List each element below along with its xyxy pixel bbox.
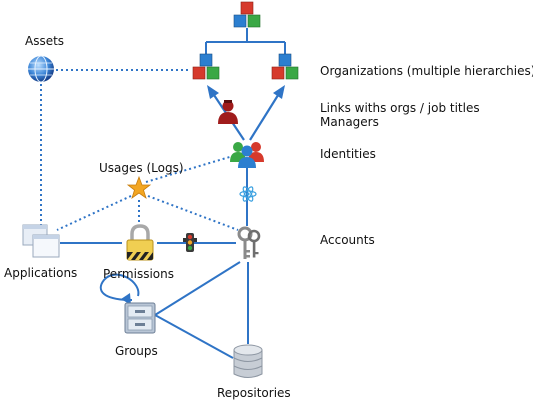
drawer-icon xyxy=(124,302,156,334)
permissions-label: Permissions xyxy=(103,267,174,281)
account-group-line xyxy=(154,261,241,316)
padlock-icon xyxy=(126,224,154,261)
managers-label: Managers xyxy=(320,115,379,129)
repositories-node[interactable] xyxy=(233,344,263,380)
database-icon xyxy=(233,344,263,378)
accounts-node[interactable] xyxy=(236,226,262,262)
organizations-label: Organizations (multiple hierarchies) xyxy=(320,64,533,78)
usages-label: Usages (Logs) xyxy=(99,161,184,175)
accounts-label: Accounts xyxy=(320,233,375,247)
star-icon xyxy=(126,175,152,200)
usages-node[interactable] xyxy=(126,175,152,200)
arrowhead-left xyxy=(207,85,219,99)
assets-node[interactable] xyxy=(26,54,56,84)
cubes-icon xyxy=(271,53,299,80)
identity-org-right-arrow xyxy=(249,91,281,141)
globe-icon xyxy=(28,55,54,83)
traffic-light-icon xyxy=(183,233,197,252)
organization-left-node[interactable] xyxy=(191,53,223,82)
manager-node[interactable] xyxy=(217,99,239,125)
group-repository-line xyxy=(154,314,234,359)
repositories-label: Repositories xyxy=(217,386,291,400)
group-self-loop xyxy=(99,273,140,301)
cubes-icon xyxy=(233,1,261,28)
atom-link-icon xyxy=(239,186,257,202)
identities-node[interactable] xyxy=(229,140,265,168)
organization-root-node[interactable] xyxy=(232,1,264,30)
windows-icon xyxy=(22,224,60,258)
usage-app-dotted xyxy=(56,195,132,231)
applications-label: Applications xyxy=(4,266,78,280)
keys-icon xyxy=(237,226,261,259)
cubes-icon xyxy=(192,53,220,80)
group-loop-arrowhead xyxy=(121,293,131,305)
organization-right-node[interactable] xyxy=(270,53,302,82)
arrowhead-right xyxy=(273,85,285,99)
groups-label: Groups xyxy=(115,344,158,358)
assets-label: Assets xyxy=(25,34,65,48)
permissions-node[interactable] xyxy=(123,224,157,262)
links-orgs-label: Links withs orgs / job titles xyxy=(320,101,480,115)
groups-node[interactable] xyxy=(124,302,156,334)
usage-identity-dotted xyxy=(145,155,234,183)
traffic-light-node[interactable] xyxy=(183,233,197,253)
person-icon xyxy=(218,100,238,124)
identities-label: Identities xyxy=(320,147,376,161)
usage-account-dotted xyxy=(147,195,239,231)
identity-account-link-node[interactable] xyxy=(239,185,257,203)
people-group-icon xyxy=(230,142,264,168)
applications-node[interactable] xyxy=(22,224,60,258)
